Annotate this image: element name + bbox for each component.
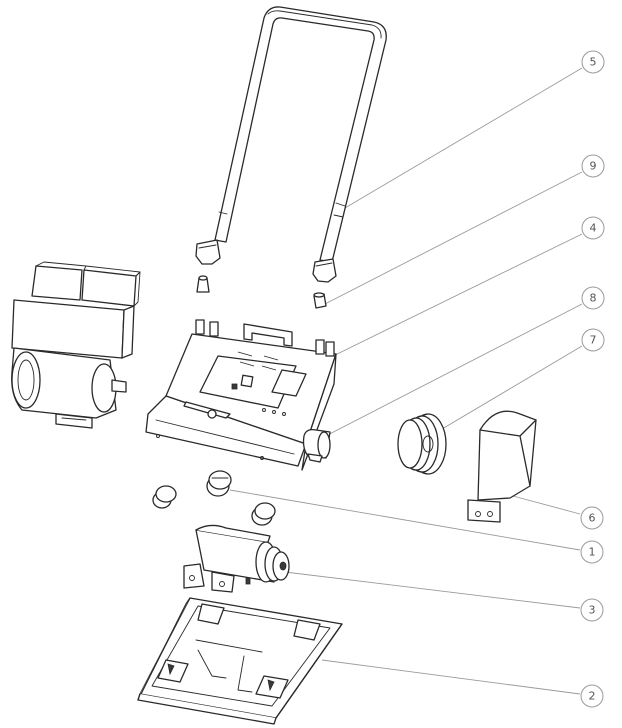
callout-bubble — [581, 154, 605, 178]
callout-4: 4 — [581, 216, 605, 240]
callout-8: 8 — [581, 286, 605, 310]
base-plate-part — [137, 597, 343, 725]
callout-3: 3 — [580, 598, 604, 622]
callout-6: 6 — [580, 506, 604, 530]
callout-9: 9 — [581, 154, 605, 178]
callout-number: 6 — [589, 512, 596, 525]
plate-shock-mount-part — [302, 428, 331, 463]
callout-bubble — [580, 506, 604, 530]
callout-number: 2 — [589, 690, 596, 703]
callout-1: 1 — [580, 540, 604, 564]
callout-number: 1 — [589, 546, 596, 559]
callout-bubble — [580, 540, 604, 564]
callout-bubble — [581, 328, 605, 352]
leader-line-6 — [512, 495, 581, 515]
callout-bubble — [581, 286, 605, 310]
belt-guard-part — [467, 410, 537, 523]
vibration-dampers-part — [152, 470, 276, 526]
callout-number: 8 — [590, 292, 597, 305]
engine-part — [11, 261, 141, 429]
drive-pulley-part — [397, 413, 447, 475]
callout-bubble — [581, 50, 605, 74]
exciter-part — [183, 524, 290, 593]
callout-number: 3 — [589, 604, 596, 617]
leader-line-1 — [229, 489, 581, 551]
callout-bubble — [581, 216, 605, 240]
callout-bubble — [580, 598, 604, 622]
leader-line-5 — [344, 67, 583, 209]
handle-shock-mount-part — [196, 275, 327, 309]
leader-lines — [229, 67, 583, 695]
leader-line-4 — [324, 233, 583, 361]
engine-mount-plate-part — [145, 319, 337, 471]
callout-number: 5 — [590, 56, 597, 69]
leader-line-7 — [436, 345, 583, 433]
leader-line-3 — [284, 571, 581, 609]
callout-5: 5 — [581, 50, 605, 74]
leader-line-2 — [321, 659, 581, 695]
leader-line-9 — [322, 171, 583, 306]
callout-number: 4 — [590, 222, 597, 235]
leader-line-8 — [317, 303, 583, 441]
callout-bubble — [580, 684, 604, 708]
callout-7: 7 — [581, 328, 605, 352]
handle-part — [195, 6, 387, 283]
callout-2: 2 — [580, 684, 604, 708]
callout-number: 7 — [590, 334, 597, 347]
callout-number: 9 — [590, 160, 597, 173]
